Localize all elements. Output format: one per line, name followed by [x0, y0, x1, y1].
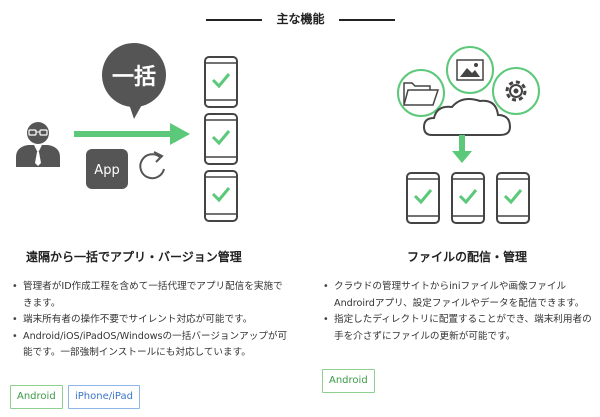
- app-management-illustration: 一括 App: [16, 43, 238, 222]
- section-title: 主な機能: [276, 12, 325, 26]
- device-phone-icon: [406, 172, 440, 224]
- list-item: 端末所有者の操作不要でサイレント対応が可能です。: [12, 312, 292, 329]
- gear-icon: [492, 67, 540, 115]
- download-arrow-icon: [452, 135, 472, 163]
- left-feature-title: 遠隔から一括でアプリ・バージョン管理: [26, 250, 242, 264]
- image-icon: [446, 46, 494, 94]
- header-rule-right: [339, 19, 395, 21]
- right-feature-list: クラウドの管理サイトからiniファイルや画像ファイルAndroirdアプリ、設定…: [323, 279, 598, 345]
- bubble-text: 一括: [112, 65, 156, 90]
- bulk-speech-bubble: 一括: [102, 43, 166, 119]
- cloud-icon: [422, 98, 512, 136]
- right-feature-title: ファイルの配信・管理: [407, 250, 528, 264]
- list-item: Android/iOS/iPadOS/Windowsの一括バージョンアップが可能…: [12, 329, 292, 362]
- list-item: 指定したディレクトリに配置することができ、端末利用者の手を介さずにファイルの更新…: [323, 312, 598, 345]
- device-phone-icon: [204, 170, 238, 222]
- android-tag[interactable]: Android: [10, 385, 63, 409]
- section-header: 主な機能: [0, 8, 600, 30]
- distribution-arrow: [74, 123, 190, 145]
- iphone-ipad-tag[interactable]: iPhone/iPad: [68, 385, 140, 409]
- device-phone-icon: [204, 113, 238, 165]
- app-icon: App: [86, 149, 128, 189]
- header-rule-left: [206, 19, 262, 21]
- device-phone-icon: [496, 172, 530, 224]
- file-distribution-illustration: [397, 46, 540, 224]
- android-tag[interactable]: Android: [322, 369, 375, 393]
- app-badge-label: App: [94, 163, 119, 178]
- folder-icon: [397, 69, 445, 117]
- device-phone-icon: [451, 172, 485, 224]
- device-phone-icon: [204, 56, 238, 108]
- left-feature-list: 管理者がID作成工程を含めて一括代理でアプリ配信を実施できます。 端末所有者の操…: [12, 279, 292, 362]
- list-item: クラウドの管理サイトからiniファイルや画像ファイルAndroirdアプリ、設定…: [323, 279, 598, 312]
- list-item: 管理者がID作成工程を含めて一括代理でアプリ配信を実施できます。: [12, 279, 292, 312]
- refresh-icon: [139, 151, 165, 180]
- admin-person-icon: [16, 122, 60, 167]
